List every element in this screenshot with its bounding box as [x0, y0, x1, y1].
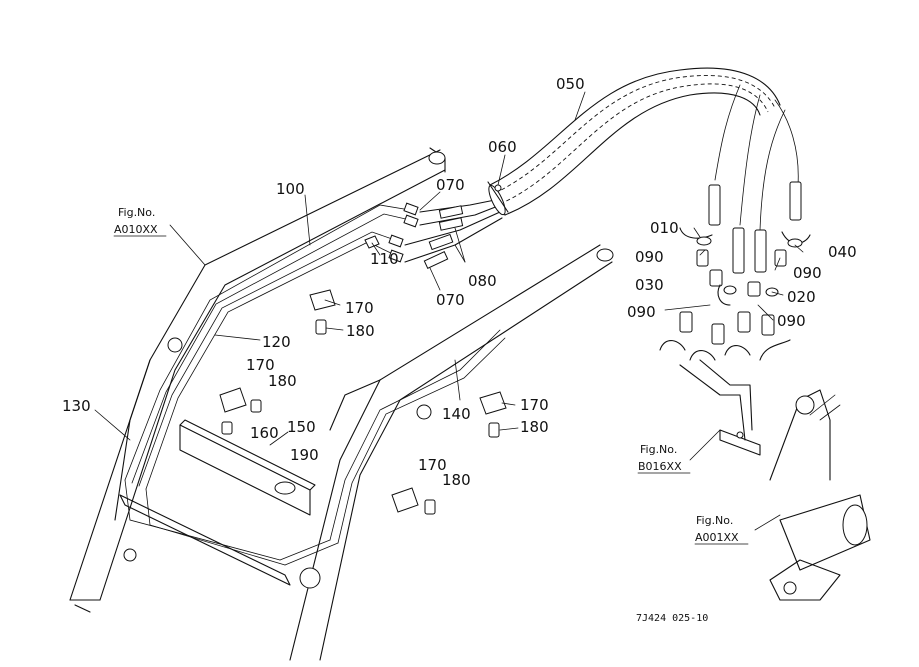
callout-100: 100 [276, 180, 305, 198]
callout-030: 030 [635, 276, 664, 294]
ref-b016-label: Fig.No. [640, 443, 677, 456]
callout-090-c: 090 [793, 264, 822, 282]
plates-and-bolts [219, 289, 507, 515]
callout-190: 190 [290, 446, 319, 464]
ref-b016-code: B016XX [638, 460, 682, 473]
callout-060: 060 [488, 138, 517, 156]
callout-180-c: 180 [520, 418, 549, 436]
ref-a001-label: Fig.No. [696, 514, 733, 527]
callout-050: 050 [556, 75, 585, 93]
ref-a001-code: A001XX [695, 531, 739, 544]
pipes-left [124, 204, 411, 566]
callout-120: 120 [262, 333, 291, 351]
pipe-fittings [364, 202, 419, 263]
callout-080: 080 [468, 272, 497, 290]
callout-150: 150 [287, 418, 316, 436]
tractor-frame [769, 389, 871, 601]
callout-180-b: 180 [268, 372, 297, 390]
callout-130: 130 [62, 397, 91, 415]
figure-references: Fig.No. A010XX Fig.No. B016XX Fig.No. A0… [113, 206, 749, 545]
callout-180-a: 180 [346, 322, 375, 340]
callouts: 050 060 070 100 110 080 070 170 180 120 … [62, 75, 857, 489]
pipes-right [279, 329, 506, 566]
ref-a010-label: Fig.No. [118, 206, 155, 219]
callout-010: 010 [650, 219, 679, 237]
coupler-bracket [679, 359, 761, 456]
callout-090-b: 090 [627, 303, 656, 321]
callout-170-b: 170 [246, 356, 275, 374]
callout-140: 140 [442, 405, 471, 423]
callout-170-a: 170 [345, 299, 374, 317]
ref-a010-code: A010XX [114, 223, 158, 236]
drawing-code: 7J424 025-10 [636, 613, 708, 624]
quick-couplers [659, 181, 811, 361]
callout-180-d: 180 [442, 471, 471, 489]
callout-090-d: 090 [777, 312, 806, 330]
callout-170-c: 170 [520, 396, 549, 414]
callout-160: 160 [250, 424, 279, 442]
callout-040: 040 [828, 243, 857, 261]
callout-110: 110 [370, 250, 399, 268]
callout-070-bottom: 070 [436, 291, 465, 309]
callout-090-a: 090 [635, 248, 664, 266]
leader-lines [94, 91, 841, 531]
loader-boom-left [69, 147, 446, 613]
short-hoses [404, 199, 503, 269]
loader-boom-right [289, 244, 614, 661]
cross-member [119, 419, 316, 586]
callout-170-d: 170 [418, 456, 447, 474]
hose-bundle [488, 67, 799, 231]
callout-020: 020 [787, 288, 816, 306]
hose-clamp [487, 181, 509, 213]
callout-070-top: 070 [436, 176, 465, 194]
